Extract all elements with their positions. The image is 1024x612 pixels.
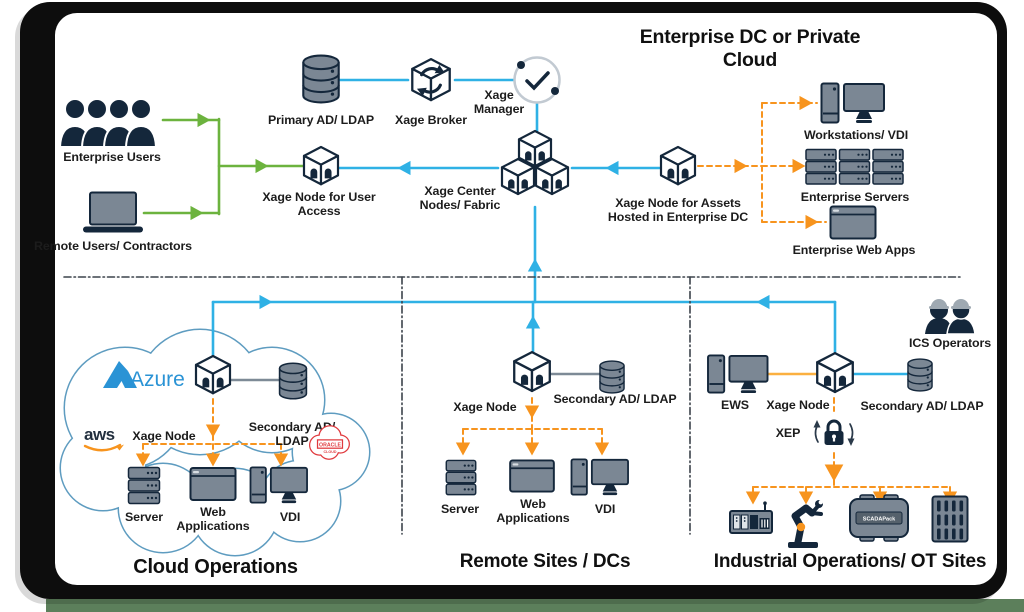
arrow-cloud-webapps bbox=[205, 453, 221, 467]
cloud-web-applications-icon bbox=[189, 466, 237, 502]
cloud-xage-node-label: Xage Node bbox=[132, 429, 196, 443]
arrow-remote-webapps bbox=[524, 442, 540, 456]
cloud-operations-title: Cloud Operations bbox=[133, 556, 298, 578]
remote-xage-node-label: Xage Node bbox=[453, 400, 517, 414]
arrow-cloud-server bbox=[135, 453, 151, 467]
oracle-logo-icon: ORACLE CLOUD bbox=[304, 422, 356, 464]
arrow-remote-node-down bbox=[524, 405, 540, 419]
remote-users-contractors-icon bbox=[83, 191, 143, 234]
arrow-up-to-center bbox=[527, 258, 543, 272]
arrow-assets-out bbox=[734, 158, 748, 174]
page-background-strip bbox=[46, 599, 1024, 612]
enterprise-users-label: Enterprise Users bbox=[63, 150, 161, 164]
remote-server-icon bbox=[444, 459, 478, 497]
xage-node-user-access-icon bbox=[299, 145, 343, 189]
cloud-secondary-ad-ldap-icon bbox=[278, 362, 308, 400]
xage-node-assets-label: Xage Node for Assets Hosted in Enterpris… bbox=[607, 196, 749, 225]
arrow-to-webapps bbox=[805, 214, 819, 230]
aws-logo-icon: aws bbox=[81, 423, 127, 455]
arrow-xep-down bbox=[824, 464, 844, 482]
enterprise-servers-label: Enterprise Servers bbox=[800, 190, 910, 204]
industrial-secondary-ad-ldap-label: Secondary AD/ LDAP bbox=[860, 399, 984, 413]
arrow-to-workstations bbox=[799, 95, 813, 111]
remote-vdi-label: VDI bbox=[594, 502, 616, 516]
remote-web-applications-icon bbox=[507, 459, 557, 493]
arrow-trunk-left bbox=[756, 294, 770, 310]
cloud-xage-node-icon bbox=[191, 354, 235, 398]
arrow-remote-server bbox=[455, 442, 471, 456]
svg-text:SCADAPack: SCADAPack bbox=[863, 517, 896, 523]
arrow-trunk-right bbox=[259, 294, 273, 310]
cloud-server-icon bbox=[127, 466, 161, 506]
xep-icon bbox=[810, 409, 858, 457]
azure-logo-icon: Azure bbox=[99, 356, 187, 398]
ews-icon bbox=[706, 354, 770, 394]
enterprise-web-apps-icon bbox=[829, 205, 877, 240]
svg-text:CLOUD: CLOUD bbox=[324, 450, 337, 454]
ews-label: EWS bbox=[721, 398, 749, 412]
ics-operators-icon bbox=[922, 292, 980, 334]
control-panel-icon bbox=[931, 495, 969, 543]
xage-manager-icon bbox=[512, 55, 562, 105]
remote-server-label: Server bbox=[441, 502, 479, 516]
workstations-vdi-label: Workstations/ VDI bbox=[803, 128, 909, 142]
arrow-ot-robot bbox=[798, 491, 814, 505]
arrow-junction-right bbox=[255, 158, 269, 174]
cloud-vdi-icon bbox=[249, 466, 309, 504]
arrow-remote-up-to-trunk bbox=[525, 315, 541, 329]
xage-broker-icon bbox=[405, 57, 457, 105]
cloud-vdi-label: VDI bbox=[279, 510, 301, 524]
arrow-assets-to-center bbox=[605, 160, 619, 176]
cloud-web-applications-label: Web Applications bbox=[176, 505, 250, 534]
industrial-secondary-ad-ldap-icon bbox=[906, 358, 934, 392]
svg-text:aws: aws bbox=[84, 425, 115, 444]
xep-label: XEP bbox=[775, 426, 801, 440]
arrow-to-servers bbox=[792, 158, 806, 174]
arrow-center-to-user-access bbox=[397, 160, 411, 176]
industrial-xage-node-icon bbox=[812, 351, 858, 397]
xage-center-nodes-label: Xage Center Nodes/ Fabric bbox=[419, 184, 501, 213]
enterprise-dc-title: Enterprise DC or Private Cloud bbox=[639, 26, 861, 71]
arrow-users-right bbox=[197, 112, 211, 128]
remote-users-contractors-label: Remote Users/ Contractors bbox=[34, 239, 192, 253]
xage-broker-label: Xage Broker bbox=[395, 113, 467, 127]
robot-arm-icon bbox=[783, 496, 823, 548]
xage-node-user-access-label: Xage Node for User Access bbox=[262, 190, 376, 219]
svg-text:ORACLE: ORACLE bbox=[319, 442, 341, 448]
arrow-remote-vdi bbox=[594, 442, 610, 456]
enterprise-web-apps-label: Enterprise Web Apps bbox=[792, 243, 916, 257]
arrow-cloud-node-down bbox=[205, 424, 221, 438]
remote-secondary-ad-ldap-icon bbox=[598, 360, 626, 394]
xage-manager-label: Xage Manager bbox=[473, 88, 525, 117]
industrial-xage-node-label: Xage Node bbox=[766, 398, 830, 412]
primary-ad-ldap-icon bbox=[301, 54, 341, 104]
arrow-ot-plc bbox=[745, 491, 761, 505]
svg-text:Azure: Azure bbox=[130, 368, 185, 391]
remote-secondary-ad-ldap-label: Secondary AD/ LDAP bbox=[553, 392, 677, 406]
xage-node-assets-icon bbox=[656, 145, 700, 189]
xage-center-nodes-icon bbox=[491, 129, 579, 207]
enterprise-users-icon bbox=[60, 95, 164, 147]
plc-rtu-icon bbox=[729, 501, 773, 535]
cloud-server-label: Server bbox=[125, 510, 163, 524]
scadapack-device-icon: SCADAPack bbox=[848, 494, 910, 542]
primary-ad-ldap-label: Primary AD/ LDAP bbox=[267, 113, 375, 127]
arrow-laptop-right bbox=[190, 205, 204, 221]
remote-xage-node-icon bbox=[509, 350, 555, 396]
arrow-cloud-vdi bbox=[273, 453, 289, 467]
enterprise-servers-icon bbox=[805, 148, 905, 186]
remote-vdi-icon bbox=[569, 458, 631, 496]
industrial-ot-title: Industrial Operations/ OT Sites bbox=[713, 551, 987, 572]
remote-sites-title: Remote Sites / DCs bbox=[459, 551, 631, 572]
workstations-vdi-icon bbox=[820, 82, 886, 124]
ics-operators-label: ICS Operators bbox=[908, 336, 992, 350]
remote-web-applications-label: Web Applications bbox=[496, 497, 570, 526]
